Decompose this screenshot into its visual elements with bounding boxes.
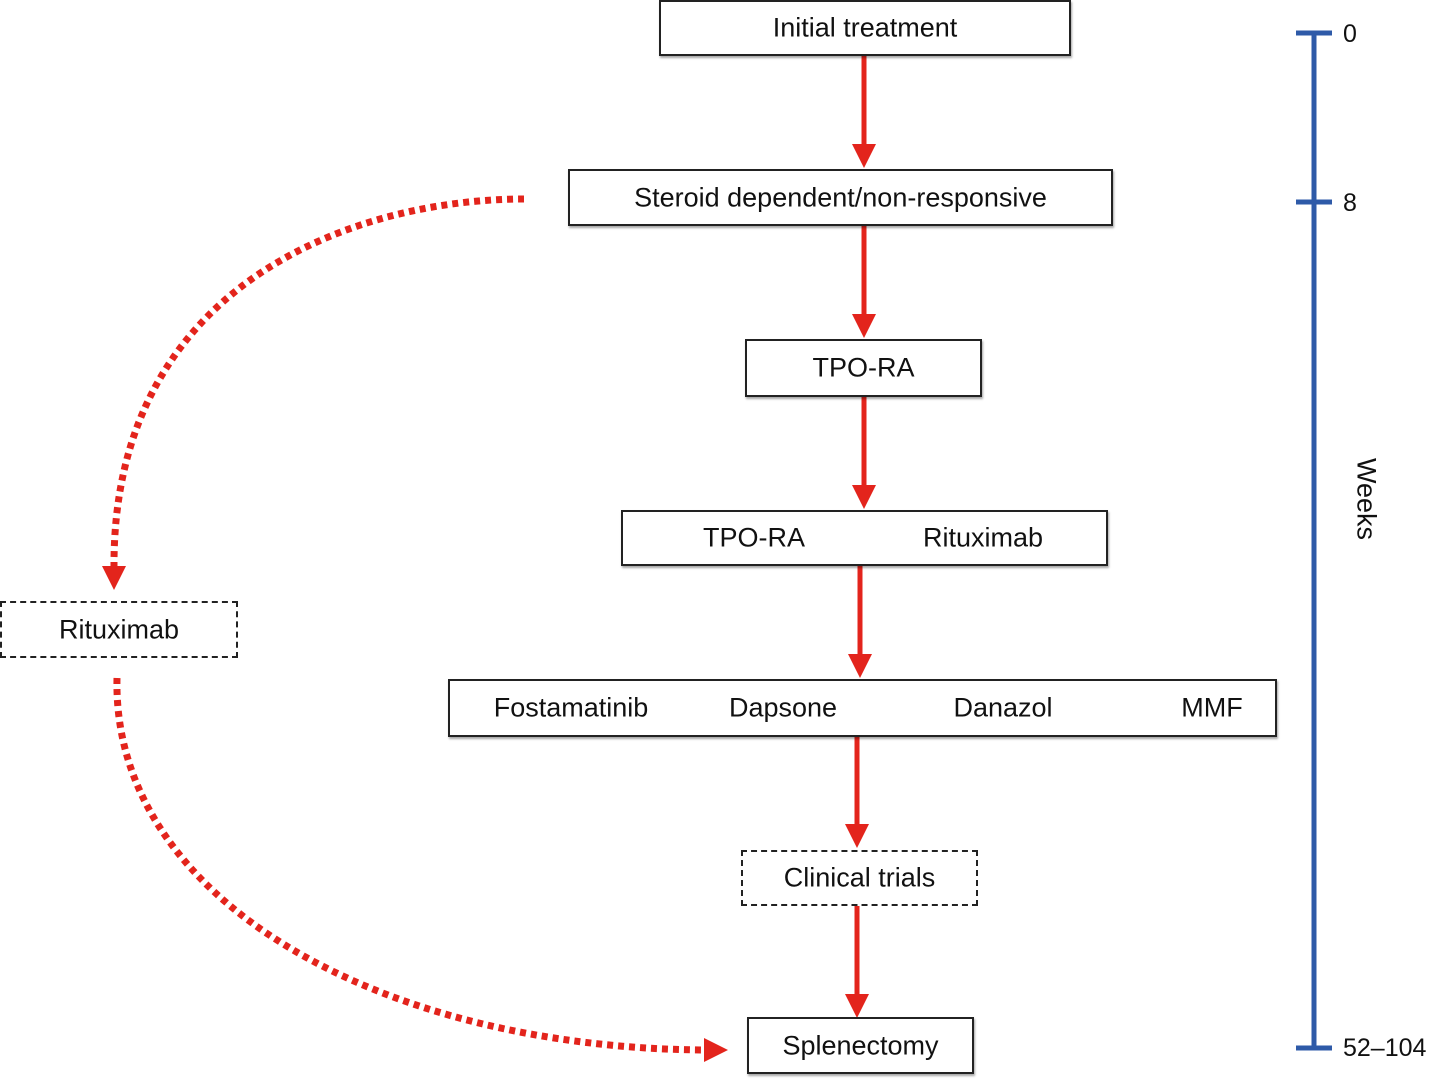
timeline-tick-label-end: 52–104 xyxy=(1343,1034,1427,1062)
dotted-arrow-steroid-to-rituximab xyxy=(110,195,525,569)
main-flow-arrows xyxy=(854,56,867,996)
arrowhead-rituximab-to-splenectomy xyxy=(704,1038,728,1062)
node-combo-tpo-ra-label: TPO-RA xyxy=(702,522,806,553)
dotted-arrow-rituximab-to-splenectomy xyxy=(113,677,707,1054)
node-clinical-trials-label: Clinical trials xyxy=(783,862,936,893)
main-flow-arrowheads xyxy=(845,144,876,1018)
arrowhead-initial-to-steroid xyxy=(852,144,876,168)
node-splenectomy-label: Splenectomy xyxy=(782,1030,939,1060)
node-side-rituximab-label: Rituximab xyxy=(58,614,180,644)
node-dapsone-label: Dapsone xyxy=(728,692,838,723)
timeline-axis xyxy=(1296,30,1332,1051)
node-second-line-options: Fostamatinib Dapsone Danazol MMF xyxy=(448,679,1277,737)
arrowhead-combo-to-second-line xyxy=(848,654,872,678)
node-initial-treatment-label: Initial treatment xyxy=(772,12,958,43)
node-side-rituximab: Rituximab xyxy=(0,601,238,658)
timeline-axis-title: Weeks xyxy=(1351,457,1382,541)
timeline-tick-label-0: 0 xyxy=(1343,20,1357,48)
node-steroid-dependent: Steroid dependent/non-responsive xyxy=(568,169,1113,226)
node-mmf-label: MMF xyxy=(1181,692,1243,723)
node-splenectomy: Splenectomy xyxy=(747,1017,974,1074)
arrowhead-tpo-to-combo xyxy=(852,485,876,509)
arrowhead-steroid-to-tpo xyxy=(852,314,876,338)
arrowhead-trials-to-splenectomy xyxy=(845,994,869,1018)
node-initial-treatment: Initial treatment xyxy=(659,0,1071,56)
timeline-tick-label-8: 8 xyxy=(1343,189,1357,217)
arrowhead-steroid-to-rituximab xyxy=(102,566,126,590)
node-tpo-ra-rituximab: TPO-RA Rituximab xyxy=(621,510,1108,566)
node-danazol-label: Danazol xyxy=(953,692,1053,723)
node-tpo-ra: TPO-RA xyxy=(745,339,982,397)
node-clinical-trials: Clinical trials xyxy=(741,850,978,906)
arrowhead-second-line-to-trials xyxy=(845,824,869,848)
node-fostamatinib-label: Fostamatinib xyxy=(493,692,649,723)
node-combo-rituximab-label: Rituximab xyxy=(922,522,1044,553)
node-tpo-ra-label: TPO-RA xyxy=(812,352,915,383)
node-steroid-dependent-label: Steroid dependent/non-responsive xyxy=(634,182,1047,212)
